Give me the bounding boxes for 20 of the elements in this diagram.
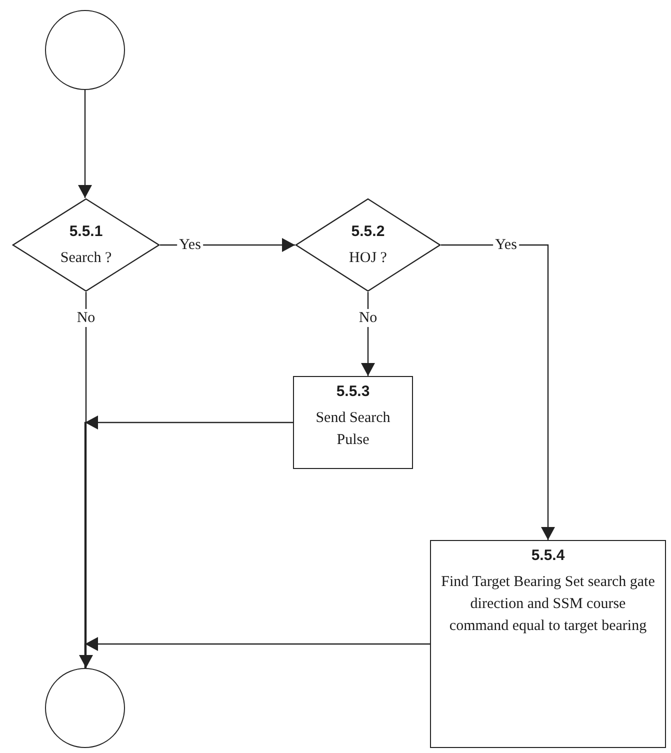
step-text: HOJ ?	[349, 249, 387, 268]
process-box	[293, 376, 413, 469]
step-number: 5.5.3	[336, 382, 370, 402]
arrow	[361, 292, 375, 376]
step-text: Send Search Pulse	[314, 409, 392, 450]
step-text: Find Target Bearing Set search gate direction and SSM course command equal to target bearing	[440, 573, 656, 636]
decision-diamond	[12, 198, 160, 292]
arrow	[79, 292, 93, 668]
step-number: 5.5.4	[531, 546, 565, 566]
arrow	[160, 238, 295, 252]
step-text: Search ?	[60, 249, 112, 268]
arrow	[78, 90, 92, 198]
edge-label: No	[356, 309, 380, 327]
edge-label: No	[74, 309, 98, 327]
process-box	[430, 540, 666, 748]
arrow	[441, 244, 555, 540]
step-number: 5.5.2	[351, 222, 385, 242]
decision-diamond	[295, 198, 441, 292]
arrow	[84, 637, 430, 668]
step-number: 5.5.1	[69, 222, 103, 242]
